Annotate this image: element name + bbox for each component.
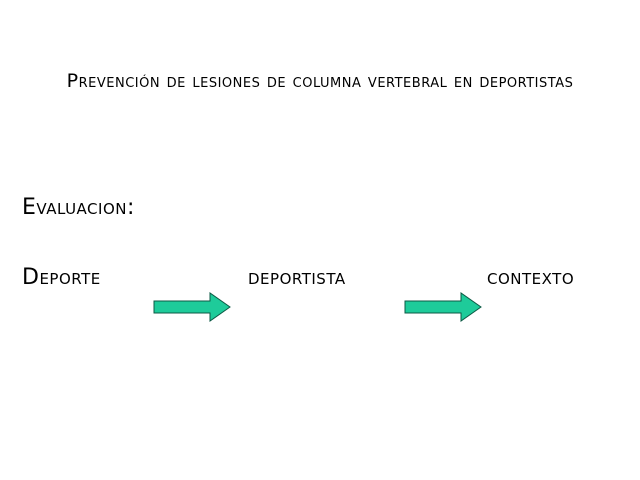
flow-step-deportista: deportista — [248, 265, 346, 290]
flow-step-deporte: Deporte — [22, 265, 101, 290]
slide-title: Prevención de lesiones de columna verteb… — [66, 70, 574, 92]
flow-step-contexto: contexto — [487, 265, 575, 290]
section-label: Evaluacion: — [22, 195, 135, 220]
right-arrow-icon — [404, 292, 482, 322]
right-arrow-icon — [153, 292, 231, 322]
